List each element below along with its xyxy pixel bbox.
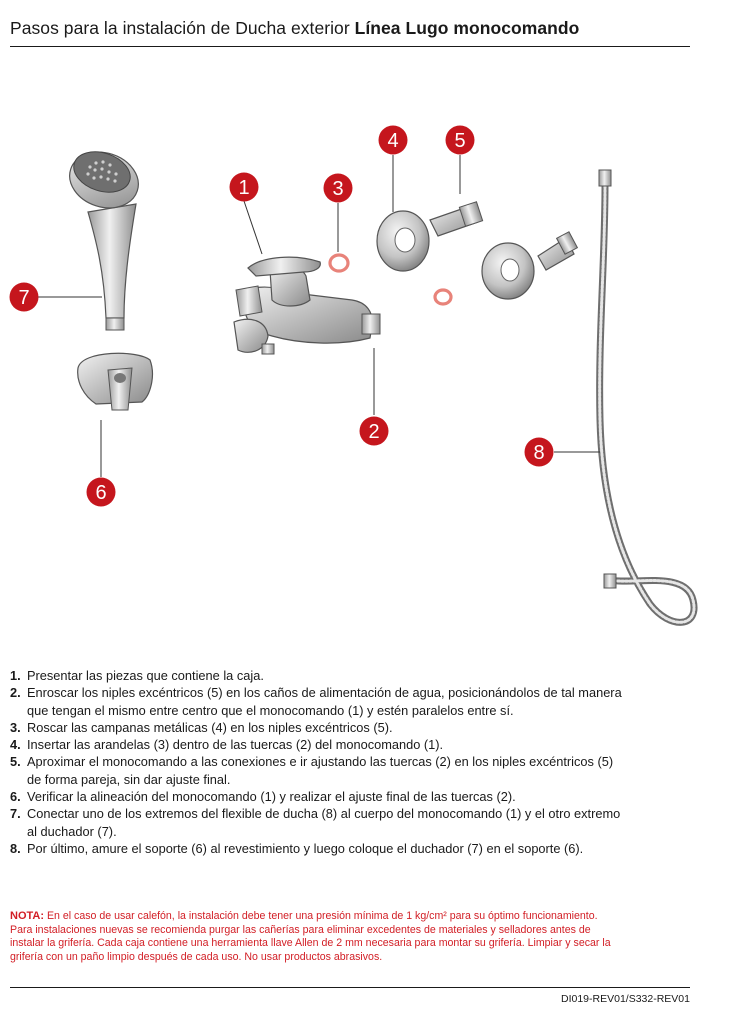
callout-6: 6	[87, 478, 116, 507]
step-item: 2. Enroscar los niples excéntricos (5) en…	[10, 684, 700, 719]
step-text-continued: que tengan el mismo entre centro que el …	[27, 703, 514, 718]
note-label: NOTA:	[10, 910, 44, 922]
step-item: 7. Conectar uno de los extremos del flexi…	[10, 805, 700, 840]
step-text: Enroscar los niples excéntricos (5) en l…	[27, 685, 622, 700]
step-text-continued: de forma pareja, sin dar ajuste final.	[27, 772, 230, 787]
step-item: 5. Aproximar el monocomando a las conexio…	[10, 753, 700, 788]
exploded-parts-diagram: 1 2 3 4 5 6 7 8	[0, 0, 744, 660]
callout-4-label: 4	[387, 130, 398, 152]
step-number: 1.	[10, 667, 21, 684]
callout-5-label: 5	[454, 130, 465, 152]
callout-3-label: 3	[332, 178, 343, 200]
callout-7: 7	[10, 283, 39, 312]
step-number: 2.	[10, 684, 21, 701]
step-item: 3. Roscar las campanas metálicas (4) en l…	[10, 719, 700, 736]
wall-support-part	[78, 353, 153, 410]
step-item: 6. Verificar la alineación del monocomand…	[10, 788, 700, 805]
callout-6-label: 6	[95, 482, 106, 504]
callout-1-label: 1	[238, 177, 249, 199]
step-text: Verificar la alineación del monocomando …	[27, 789, 516, 804]
note-line-1: En el caso de usar calefón, la instalaci…	[44, 910, 598, 922]
step-text-continued: al duchador (7).	[27, 824, 117, 839]
step-text: Por último, amure el soporte (6) al reve…	[27, 841, 583, 856]
footer-rule	[10, 987, 690, 988]
note-line-4: grifería con un paño limpio después de c…	[10, 951, 382, 963]
installation-steps: 1. Presentar las piezas que contiene la c…	[10, 667, 700, 857]
step-number: 3.	[10, 719, 21, 736]
step-item: 8. Por último, amure el soporte (6) al re…	[10, 840, 700, 857]
callout-2: 2	[360, 417, 389, 446]
step-number: 8.	[10, 840, 21, 857]
step-number: 4.	[10, 736, 21, 753]
step-number: 6.	[10, 788, 21, 805]
step-text: Aproximar el monocomando a las conexione…	[27, 754, 613, 769]
callout-8: 8	[525, 438, 554, 467]
step-text: Insertar las arandelas (3) dentro de las…	[27, 737, 443, 752]
callout-5: 5	[446, 126, 475, 155]
document-id: DI019-REV01/S332-REV01	[561, 993, 690, 1005]
note-line-2: Para instalaciones nuevas se recomienda …	[10, 924, 591, 936]
step-text: Presentar las piezas que contiene la caj…	[27, 668, 264, 683]
warning-note: NOTA: En el caso de usar calefón, la ins…	[10, 910, 710, 964]
step-number: 5.	[10, 753, 21, 770]
note-line-3: instalar la grifería. Cada caja contiene…	[10, 937, 611, 949]
shower-hose-part	[599, 170, 694, 622]
callout-7-label: 7	[18, 287, 29, 309]
step-item: 1. Presentar las piezas que contiene la c…	[10, 667, 700, 684]
mixer-body-part	[234, 257, 380, 354]
callout-1: 1	[230, 173, 259, 202]
step-number: 7.	[10, 805, 21, 822]
callout-3: 3	[324, 174, 353, 203]
callout-2-label: 2	[368, 421, 379, 443]
callout-4: 4	[379, 126, 408, 155]
hand-shower-part	[62, 144, 145, 330]
callout-8-label: 8	[533, 442, 544, 464]
step-text: Conectar uno de los extremos del flexibl…	[27, 806, 620, 821]
step-text: Roscar las campanas metálicas (4) en los…	[27, 720, 393, 735]
step-item: 4. Insertar las arandelas (3) dentro de l…	[10, 736, 700, 753]
